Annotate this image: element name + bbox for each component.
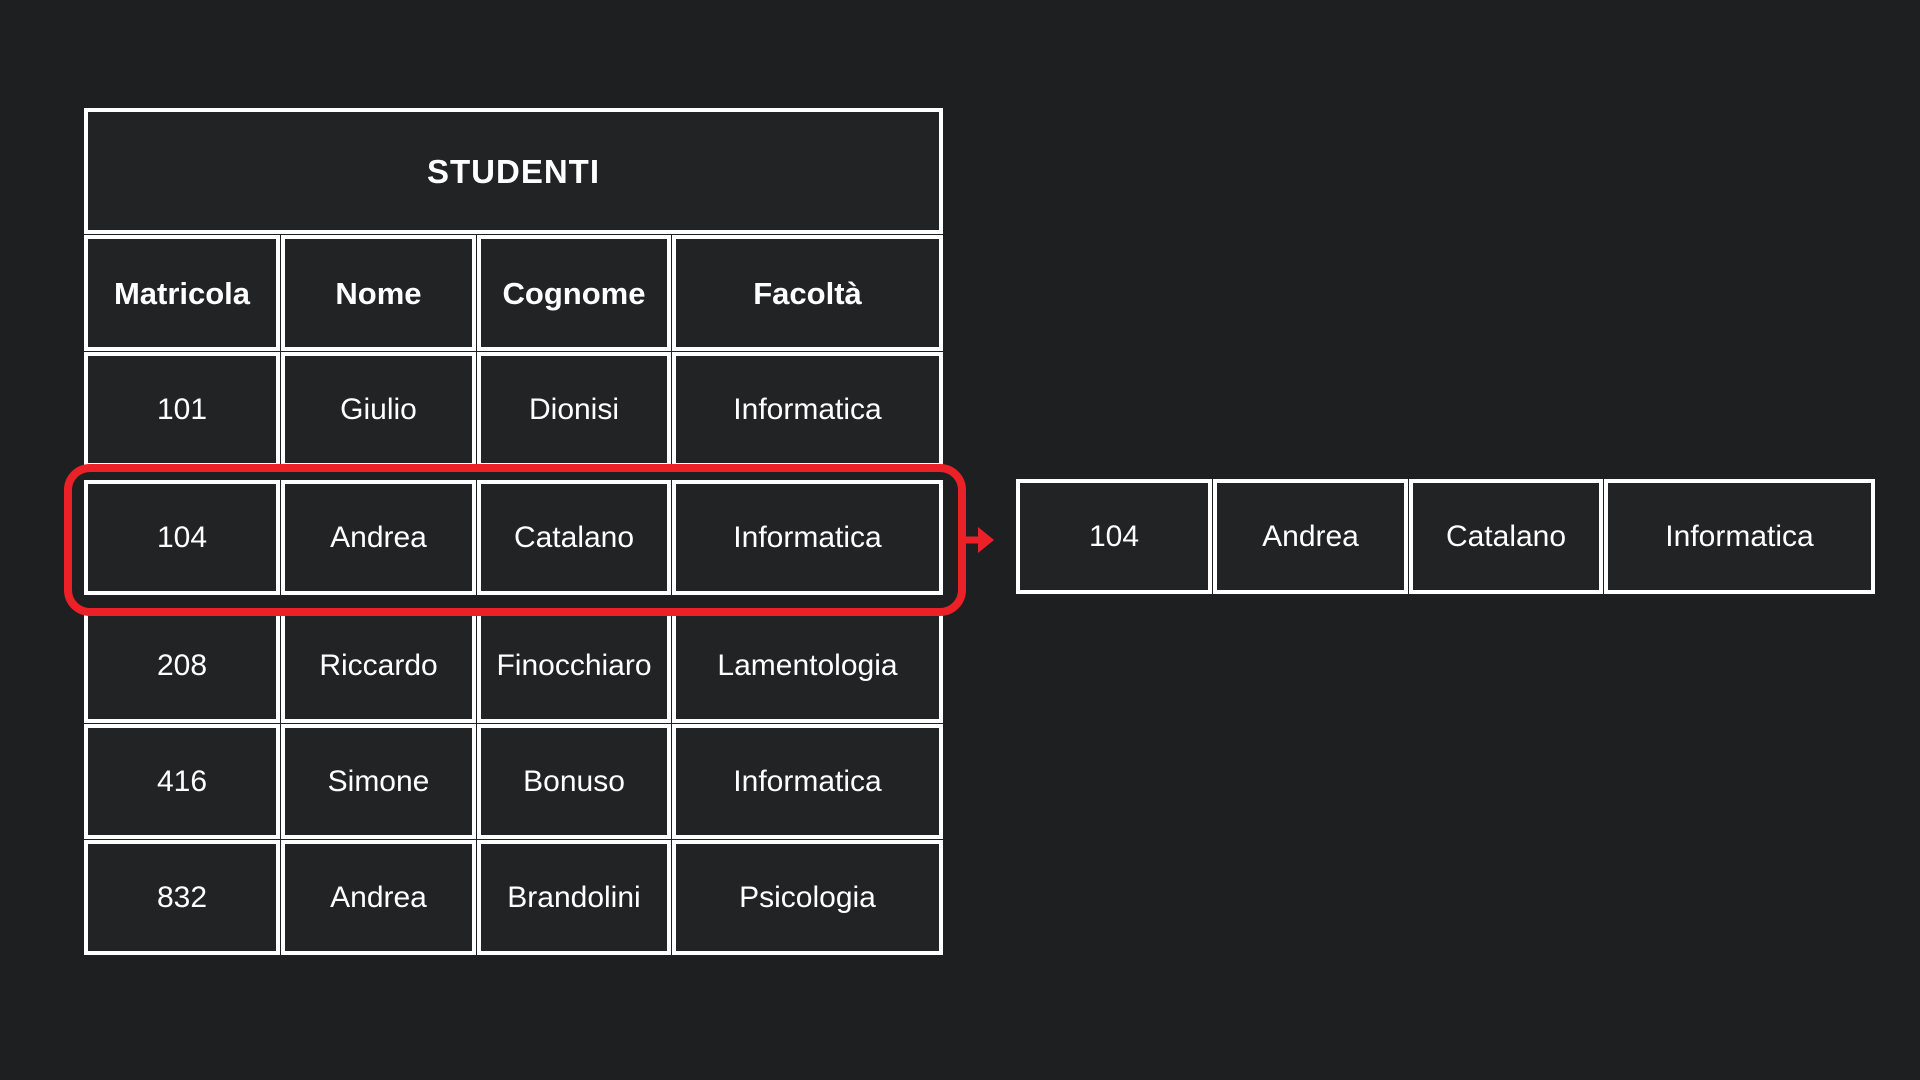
table-row-208: 208 Riccardo Finocchiaro Lamentologia [84,608,943,723]
studenti-table: STUDENTI Matricola Nome Cognome Facoltà … [84,108,943,955]
table-cell: Andrea [281,480,476,595]
table-cell: 104 [84,480,280,595]
extracted-cell: 104 [1016,479,1212,594]
table-cell: 416 [84,724,280,839]
table-cell: 832 [84,840,280,955]
table-row-101: 101 Giulio Dionisi Informatica [84,352,943,467]
table-cell: Bonuso [477,724,671,839]
table-cell: Catalano [477,480,671,595]
table-cell: Andrea [281,840,476,955]
table-cell: 101 [84,352,280,467]
column-header-matricola: Matricola [84,235,280,351]
table-title: STUDENTI [84,108,943,234]
table-cell: Dionisi [477,352,671,467]
extracted-row: 104 Andrea Catalano Informatica [1016,479,1875,594]
table-cell: Brandolini [477,840,671,955]
table-cell: Psicologia [672,840,943,955]
column-header-facolta: Facoltà [672,235,943,351]
extracted-cell: Informatica [1604,479,1875,594]
arrow-right-icon [961,527,994,553]
table-cell: Lamentologia [672,608,943,723]
table-cell: Riccardo [281,608,476,723]
extracted-cell: Catalano [1409,479,1603,594]
table-cell: Informatica [672,724,943,839]
table-row-416: 416 Simone Bonuso Informatica [84,724,943,839]
table-cell: Giulio [281,352,476,467]
table-header-row: Matricola Nome Cognome Facoltà [84,235,943,351]
table-row-104-highlighted: 104 Andrea Catalano Informatica [84,480,943,595]
table-cell: Finocchiaro [477,608,671,723]
table-cell: Informatica [672,352,943,467]
table-title-row: STUDENTI [84,108,943,234]
extracted-cell: Andrea [1213,479,1408,594]
table-cell: Informatica [672,480,943,595]
table-cell: 208 [84,608,280,723]
column-header-cognome: Cognome [477,235,671,351]
column-header-nome: Nome [281,235,476,351]
table-row-832: 832 Andrea Brandolini Psicologia [84,840,943,955]
table-cell: Simone [281,724,476,839]
extracted-row-cells: 104 Andrea Catalano Informatica [1016,479,1875,594]
